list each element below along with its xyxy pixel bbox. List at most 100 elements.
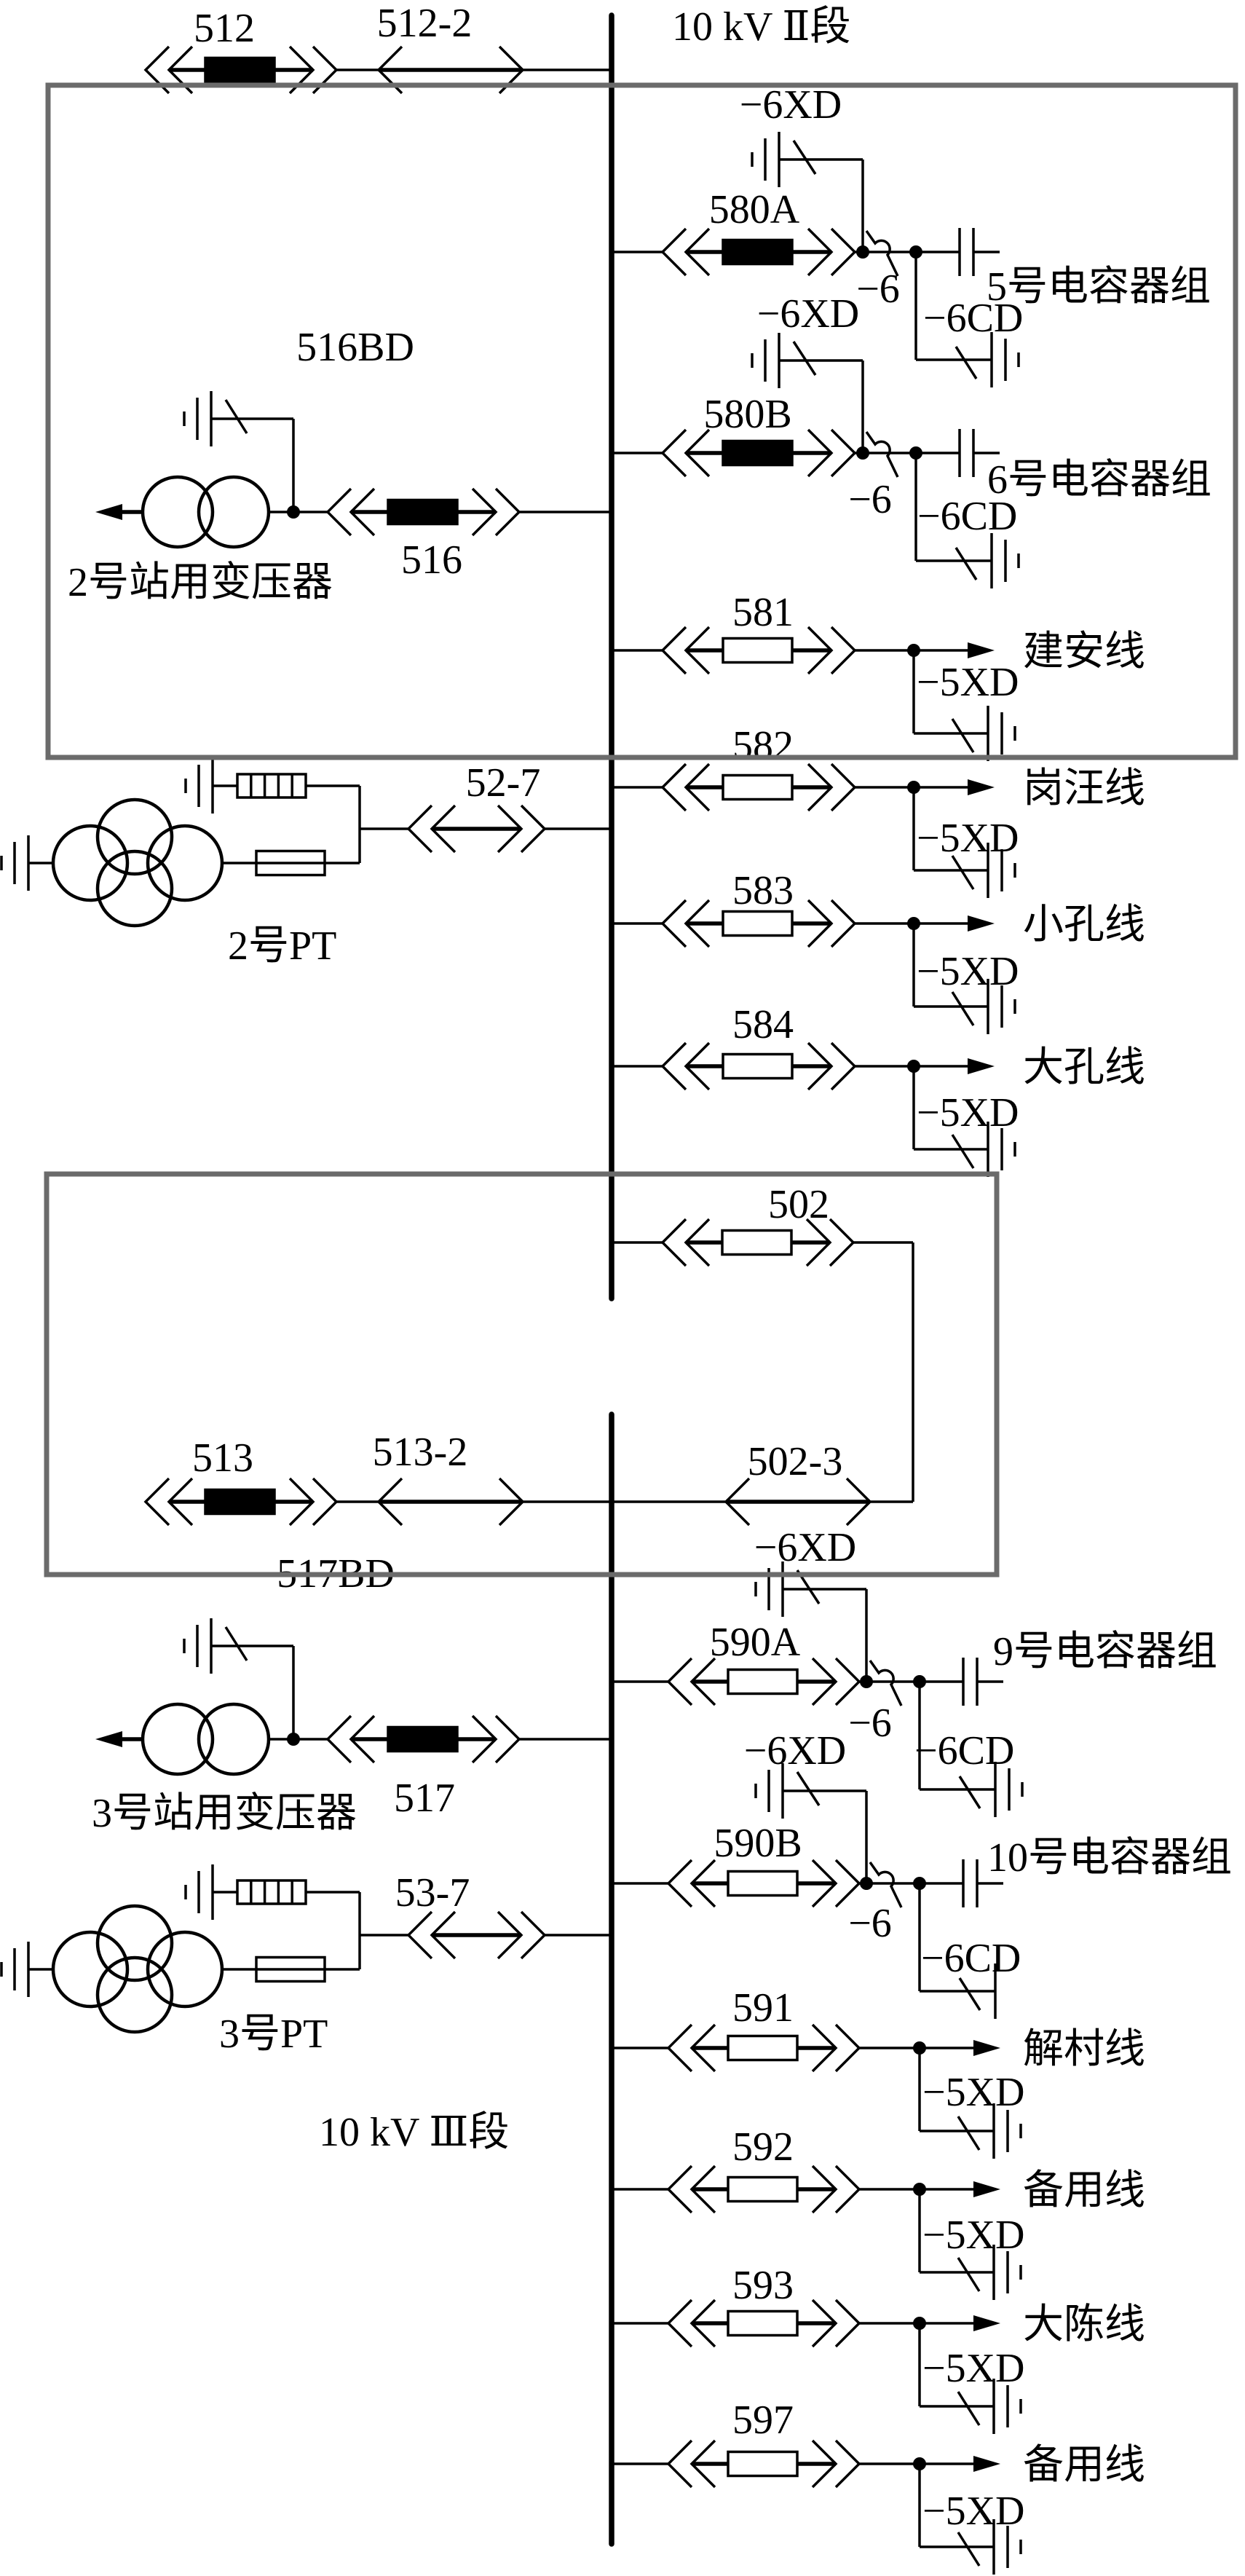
breaker-label: 580A (709, 187, 800, 232)
disconnector-label: 52-7 (466, 760, 541, 806)
breaker-open-icon (721, 1229, 793, 1256)
breaker-closed-icon (722, 439, 794, 467)
handcart-disconnector (406, 804, 547, 854)
earth-switch-blade-icon (224, 1626, 248, 1661)
outgoing-arrow-icon (968, 915, 995, 931)
capacitor-earth-switch-label: −6CD (914, 1728, 1014, 1773)
handcart-breaker (666, 1859, 861, 1908)
capacitor-bank-name-label: 6号电容器组 (987, 457, 1212, 503)
breaker-label: 583 (732, 868, 794, 913)
earth-icon (754, 1763, 784, 1819)
earth-icon (992, 2103, 1022, 2159)
pt-winding-icon (95, 797, 174, 876)
feeder-name-label: 备用线 (1023, 2443, 1145, 2488)
line-earth-switch-label: −6XD (757, 291, 859, 336)
earth-icon (994, 1762, 1024, 1817)
plug-contact-right-icon (807, 899, 834, 948)
earth-icon (0, 1942, 30, 1997)
earth-switch-blade-icon (796, 1771, 821, 1806)
bus-section-3-label: 10 kV Ⅲ段 (319, 2110, 509, 2155)
breaker-label: 513 (192, 1435, 253, 1481)
pt-winding-icon (146, 1930, 224, 2009)
handcart-breaker (660, 1218, 855, 1267)
feeder-name-label: 小孔线 (1023, 902, 1145, 948)
earth-switch-blade-icon (951, 855, 975, 890)
earth-switch-label: −5XD (917, 660, 1019, 705)
earth-icon (992, 2245, 1022, 2300)
plug-contact-left-icon (660, 763, 687, 812)
earth-switch-blade-icon (951, 1134, 975, 1169)
plug-contact-left-icon (660, 1041, 687, 1091)
breaker-label: 502 (768, 1182, 829, 1227)
breaker-open-icon (722, 1052, 794, 1080)
earth-icon (990, 533, 1020, 588)
earth-switch-label: −5XD (922, 2070, 1024, 2115)
plug-contact-right-icon (494, 487, 521, 537)
earth-icon (987, 706, 1016, 761)
plug-contact-right-icon (497, 804, 523, 854)
pt-icon (51, 797, 224, 928)
earth-icon (184, 1864, 214, 1920)
breaker-label: 592 (732, 2124, 794, 2170)
breaker-open-icon (722, 773, 794, 801)
disconnector-label: 502-3 (748, 1439, 843, 1484)
capacitor-earth-switch-label: −6CD (923, 296, 1023, 341)
earth-switch-blade-icon (951, 718, 975, 753)
earth-switch-blade-icon (958, 1776, 981, 1809)
breaker-open-icon (727, 1668, 799, 1695)
plug-contact-right-icon (807, 1041, 834, 1091)
breaker-closed-icon (387, 1725, 459, 1753)
breaker-label: 580B (703, 392, 791, 437)
disconnector-label: −6 (856, 267, 900, 312)
plug-contact-right-icon (807, 626, 834, 675)
voltage-transformer-52-7: 52-7 2号PT (0, 758, 612, 969)
plug-contact-left-icon (666, 1657, 693, 1706)
outgoing-arrow-icon (973, 2181, 1000, 2197)
disconnector-label: 53-7 (395, 1870, 470, 1915)
line-earth-switch-label: −6XD (744, 1728, 846, 1773)
plug-contact-right-icon (520, 804, 547, 854)
breaker-label: 593 (732, 2263, 794, 2308)
plug-contact-right-icon (811, 2165, 838, 2214)
earth-icon (987, 843, 1016, 898)
breaker-closed-icon (387, 498, 459, 526)
disconnector-icon (869, 1861, 903, 1908)
handcart-breaker (660, 899, 857, 948)
handcart-breaker (666, 2165, 861, 2214)
pt-winding-icon (95, 1955, 174, 2034)
disconnector-icon (865, 430, 899, 478)
plug-contact-right-icon (805, 1218, 832, 1267)
pt-name-label: 3号PT (219, 2012, 328, 2057)
plug-contact-right-icon (471, 1714, 498, 1764)
pt-name-label: 2号PT (228, 923, 336, 969)
plug-contact-left-icon (666, 2165, 693, 2214)
earth-switch-blade-icon (792, 140, 817, 175)
breaker-label: 516 (401, 537, 462, 583)
plug-contact-left-icon (660, 899, 687, 948)
handcart-breaker (660, 227, 857, 277)
earth-icon (0, 835, 30, 891)
capacitor-earth-switch-label: −6CD (917, 494, 1017, 539)
feeder-name-label: 建安线 (1023, 629, 1145, 674)
earth-icon (990, 332, 1020, 387)
plug-contact-right-icon (520, 1910, 547, 1960)
earth-switch-label: −5XD (917, 1090, 1019, 1135)
handcart-breaker (325, 487, 521, 537)
earth-switch-blade-icon (224, 399, 248, 434)
plug-contact-right-icon (471, 487, 498, 537)
plug-contact-left-icon (660, 428, 687, 478)
outgoing-arrow-icon (968, 642, 995, 658)
breaker-open-icon (727, 2034, 799, 2062)
protection-zone-frames (44, 82, 1238, 1577)
breaker-closed-icon (722, 238, 794, 266)
